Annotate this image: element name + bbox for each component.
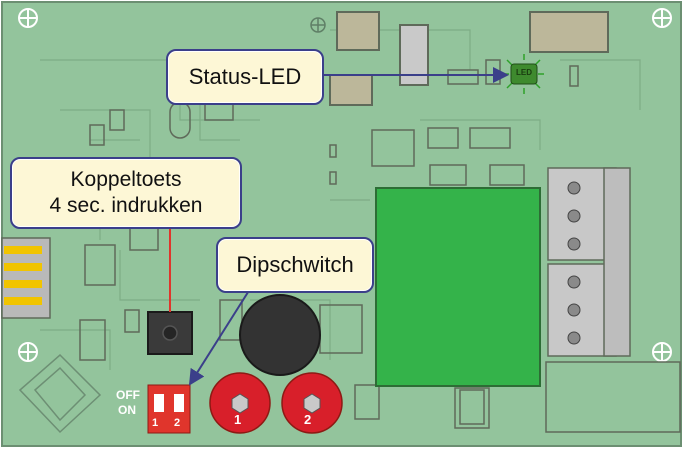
potentiometer-2: [281, 372, 343, 434]
left-connector: [1, 237, 51, 319]
terminal-block: [547, 167, 631, 357]
dipswitch-arrow: [188, 288, 251, 386]
potentiometer-1: [209, 372, 271, 434]
status-led-callout-text: Status-LED: [188, 64, 302, 89]
relay: [375, 187, 541, 387]
antenna-trace: [18, 353, 102, 434]
dip-switch-2-label: 2: [174, 417, 181, 429]
dipswitch-callout-text: Dipschwitch: [236, 252, 354, 277]
dip-switch: [147, 384, 191, 434]
pairing-button-callout-line2: 4 sec. indrukken: [49, 194, 203, 217]
potentiometer-2-label: 2: [304, 412, 312, 427]
pairing-button: [147, 311, 193, 355]
dip-off-label: OFF: [116, 388, 140, 402]
potentiometer-1-label: 1: [234, 412, 242, 427]
capacitor-right: [529, 11, 609, 53]
capacitor-top: [336, 11, 380, 51]
led-label: LED: [516, 68, 532, 77]
dip-switch-1-label: 1: [152, 417, 159, 429]
status-led-callout: Status-LED: [166, 49, 324, 105]
dip-on-label: ON: [118, 403, 136, 417]
status-led: [503, 54, 544, 94]
buzzer: [239, 294, 321, 376]
pairing-button-callout-line1: Koppeltoets: [70, 168, 182, 191]
dipswitch-callout: Dipschwitch: [216, 237, 374, 293]
pairing-button-callout: Koppeltoets 4 sec. indrukken: [10, 157, 242, 229]
mounting-holes: [18, 8, 672, 362]
